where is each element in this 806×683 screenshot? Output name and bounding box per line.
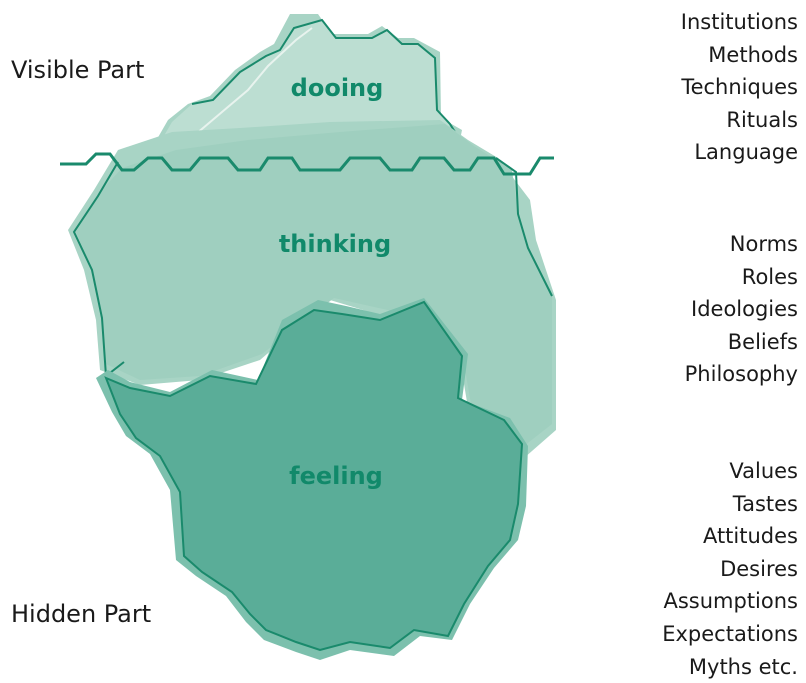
feeling-examples-list: Values Tastes Attitudes Desires Assumpti… <box>662 455 798 683</box>
list-item: Desires <box>720 556 798 581</box>
thinking-outline-right <box>495 157 553 297</box>
list-item: Techniques <box>681 75 798 100</box>
list-item: Myths etc. <box>688 654 798 679</box>
list-item: Rituals <box>726 107 798 132</box>
list-item: Beliefs <box>727 329 798 354</box>
list-item: Institutions <box>680 10 798 34</box>
list-item: Assumptions <box>663 589 798 614</box>
list-item: Values <box>729 459 798 483</box>
doing-outline <box>191 18 461 141</box>
feeling-outline <box>104 300 524 652</box>
list-item: Ideologies <box>691 297 798 322</box>
list-item: Tastes <box>732 491 798 516</box>
list-item: Methods <box>708 42 798 67</box>
list-item: Attitudes <box>702 524 798 549</box>
doing-examples-list: Institutions Methods Techniques Rituals … <box>681 6 798 169</box>
thinking-layer <box>68 120 556 458</box>
feeling-layer-label: feeling <box>289 462 383 490</box>
thinking-examples-list: Norms Roles Ideologies Beliefs Philosoph… <box>685 228 798 391</box>
doing-layer-label: dooing <box>290 74 384 102</box>
feeling-layer <box>96 298 528 660</box>
list-item: Norms <box>729 232 798 256</box>
water-line <box>60 152 554 176</box>
hidden-part-label: Hidden Part <box>11 600 152 628</box>
thinking-layer-label: thinking <box>278 230 392 258</box>
list-item: Expectations <box>662 621 798 646</box>
list-item: Roles <box>741 264 798 289</box>
thinking-fill <box>76 124 552 446</box>
list-item: Language <box>694 140 798 165</box>
visible-part-label: Visible Part <box>11 56 145 84</box>
doing-inner-line <box>195 27 313 135</box>
list-item: Philosophy <box>684 362 798 387</box>
feeling-fill <box>106 302 522 650</box>
